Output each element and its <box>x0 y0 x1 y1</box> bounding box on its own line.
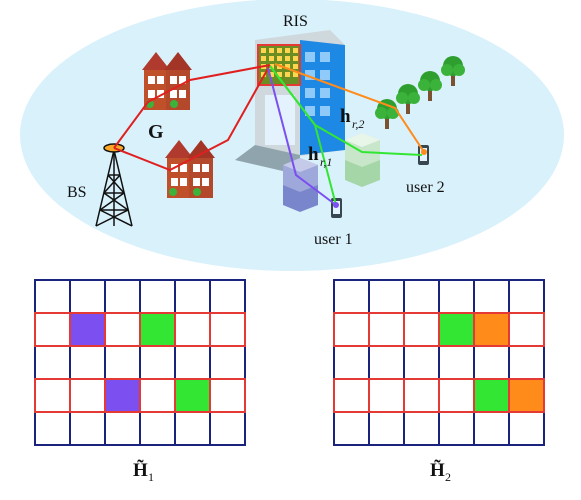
h-r1-sub: r,1 <box>320 155 332 169</box>
matrix-cell <box>104 279 141 314</box>
tree-icon <box>396 84 420 114</box>
matrix-cell <box>369 313 404 346</box>
filled-cell <box>70 313 105 346</box>
matrix-cell <box>438 411 475 446</box>
ris-to-user1-link <box>267 67 337 206</box>
server-tower-2 <box>345 133 380 187</box>
matrix-cell <box>70 379 105 412</box>
matrix-cell <box>174 345 211 380</box>
matrix-cell <box>209 345 246 380</box>
matrix-cell <box>473 345 510 380</box>
highlighted-row-cell <box>508 312 545 347</box>
matrix-cell <box>508 411 545 446</box>
matrix-cell <box>175 313 210 346</box>
bs-label: BS <box>67 184 87 201</box>
matrix-cell <box>333 279 370 314</box>
matrix-cell <box>403 411 440 446</box>
matrix-cell <box>368 411 405 446</box>
h-r2-sub: r,2 <box>352 117 364 131</box>
matrix-cell <box>403 279 440 314</box>
highlighted-row-cell <box>209 378 246 413</box>
matrix-cell <box>140 379 175 412</box>
bs-to-ris-links <box>113 64 271 172</box>
matrix-cell <box>369 379 404 412</box>
matrix-cell <box>334 313 369 346</box>
user1-label: user 1 <box>314 231 353 248</box>
h-r1-label: h r,1 <box>308 144 332 169</box>
filled-cell <box>439 313 474 346</box>
matrix-cell <box>34 411 71 446</box>
matrix-cell <box>174 411 211 446</box>
matrix-grid-2 <box>333 279 545 446</box>
matrix-cell <box>473 411 510 446</box>
tree-icon <box>375 99 399 129</box>
filled-cell <box>140 313 175 346</box>
grid-1-caption-main: H̃ <box>133 460 148 481</box>
matrix-cell <box>368 345 405 380</box>
user2-label: user 2 <box>406 179 445 196</box>
matrix-cell <box>139 345 176 380</box>
matrix-cell <box>34 345 71 380</box>
matrix-cell <box>104 411 141 446</box>
g-label: G <box>148 121 164 143</box>
matrix-cell <box>209 279 246 314</box>
matrix-cell <box>404 313 439 346</box>
highlighted-row-cell <box>508 378 545 413</box>
filled-cell <box>105 379 140 412</box>
ris-label: RIS <box>283 13 308 30</box>
matrix-cell <box>209 411 246 446</box>
matrix-cell <box>35 379 70 412</box>
matrix-cell <box>139 279 176 314</box>
matrix-cell <box>334 379 369 412</box>
bs-tower-icon <box>95 143 133 227</box>
matrix-cell <box>368 279 405 314</box>
matrix-grid-1 <box>34 279 246 446</box>
filled-cell <box>175 379 210 412</box>
matrix-cell <box>473 279 510 314</box>
h-r2-main: h <box>340 106 351 127</box>
grid-2-caption-main: H̃ <box>430 460 445 481</box>
matrix-cell <box>509 313 544 346</box>
grid-1-caption: H̃ 1 <box>133 460 154 484</box>
matrix-cell <box>438 279 475 314</box>
matrix-cell <box>404 379 439 412</box>
matrix-cell <box>439 379 474 412</box>
matrix-cell <box>174 279 211 314</box>
highlighted-row-cell <box>209 312 246 347</box>
grid-1-caption-sub: 1 <box>148 470 154 484</box>
matrix-cell <box>104 345 141 380</box>
matrix-cell <box>508 279 545 314</box>
matrix-cell <box>210 313 245 346</box>
trees <box>375 56 465 129</box>
matrix-cell <box>69 345 106 380</box>
matrix-cell <box>438 345 475 380</box>
user1-phone-icon <box>331 198 342 218</box>
grid-2-caption-sub: 2 <box>445 470 451 484</box>
matrix-cell <box>508 345 545 380</box>
h-r2-label: h r,2 <box>340 106 364 131</box>
matrix-cell <box>34 279 71 314</box>
filled-cell <box>474 379 509 412</box>
matrix-cell <box>35 313 70 346</box>
matrix-cell <box>139 411 176 446</box>
matrix-cell <box>333 345 370 380</box>
filled-cell <box>474 313 509 346</box>
grid-2-caption: H̃ 2 <box>430 460 451 484</box>
filled-cell <box>509 379 544 412</box>
tree-icon <box>441 56 465 86</box>
ris-green-links <box>269 65 423 206</box>
h-r1-main: h <box>308 144 319 165</box>
server-tower-1 <box>283 158 318 212</box>
ris-to-user2-link <box>274 63 425 153</box>
matrix-cell <box>105 313 140 346</box>
matrix-cell <box>69 411 106 446</box>
matrix-cell <box>210 379 245 412</box>
matrix-cell <box>403 345 440 380</box>
matrix-cell <box>333 411 370 446</box>
link-endpoints <box>333 149 427 208</box>
matrix-cell <box>69 279 106 314</box>
tree-icon <box>418 71 442 101</box>
